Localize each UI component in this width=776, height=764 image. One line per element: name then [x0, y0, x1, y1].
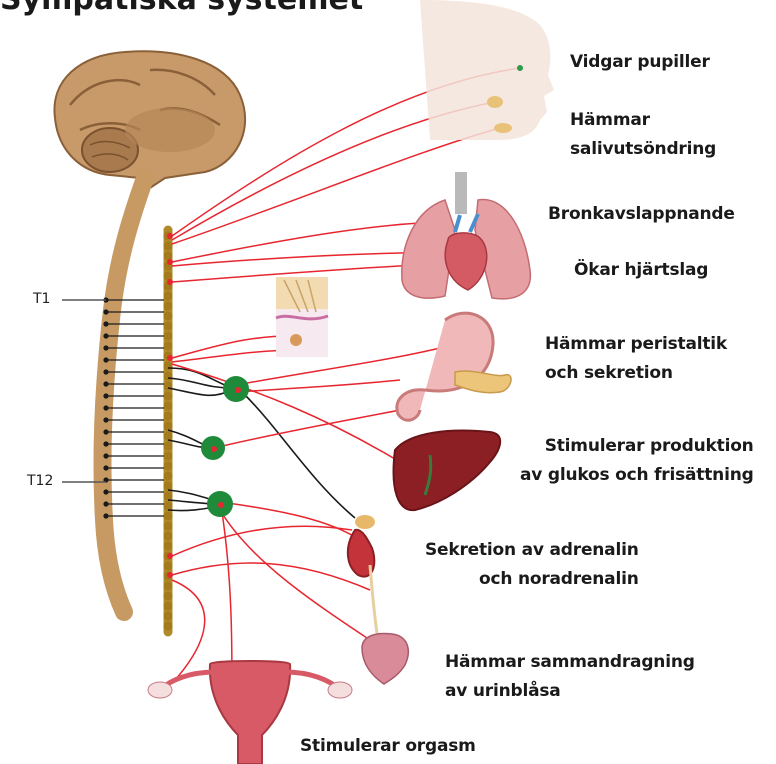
chain-ganglion	[164, 392, 173, 401]
chain-ganglion	[164, 292, 173, 301]
chain-ganglion	[164, 562, 173, 571]
effect-label-orgasm: Stimulerar orgasm	[300, 732, 476, 761]
spinal-root-dot	[103, 357, 108, 362]
chain-ganglion	[164, 622, 173, 631]
chain-ganglion	[164, 302, 173, 311]
collateral-ganglia	[201, 376, 249, 517]
bladder-icon	[362, 634, 408, 684]
spinal-root-dot	[103, 417, 108, 422]
lungs-heart-icon	[402, 172, 531, 299]
spinal-root-dot	[103, 309, 108, 314]
spinal-root-dot	[103, 405, 108, 410]
chain-ganglion	[164, 422, 173, 431]
spinal-root-dot	[103, 501, 108, 506]
spinal-root-dot	[103, 489, 108, 494]
skin-icon	[276, 277, 328, 357]
spinal-root-dot	[103, 381, 108, 386]
liver-icon	[394, 431, 501, 511]
chain-ganglion	[164, 472, 173, 481]
chain-ganglion	[164, 252, 173, 261]
chain-ganglion	[164, 582, 173, 591]
chain-ganglion	[164, 412, 173, 421]
chain-ganglion	[164, 312, 173, 321]
chain-ganglion	[164, 442, 173, 451]
segment-label-t1: T1	[33, 291, 50, 307]
chain-ganglion	[164, 332, 173, 341]
chain-ganglion	[164, 482, 173, 491]
chain-ganglion	[164, 372, 173, 381]
chain-ganglion	[164, 512, 173, 521]
segment-label-t12: T12	[27, 473, 53, 489]
spinal-root-dot	[103, 465, 108, 470]
spinal-root-dot	[103, 513, 108, 518]
spinal-root-dot	[103, 369, 108, 374]
spinal-root-dot	[103, 429, 108, 434]
spinal-root-dot	[103, 393, 108, 398]
chain-ganglion	[164, 492, 173, 501]
chain-ganglion	[164, 532, 173, 541]
chain-ganglion	[164, 462, 173, 471]
spinal-root-dot	[103, 333, 108, 338]
spinal-root-dot	[103, 321, 108, 326]
chain-ganglion	[164, 612, 173, 621]
chain-ganglion	[164, 592, 173, 601]
chain-ganglion	[164, 602, 173, 611]
chain-ganglion	[164, 342, 173, 351]
face-icon	[420, 0, 554, 140]
chain-ganglion	[164, 322, 173, 331]
effect-label-heart: Ökar hjärtslag	[574, 256, 708, 285]
spinal-root-dot	[103, 441, 108, 446]
adrenal-kidney-icon	[348, 515, 378, 640]
effect-label-pupils: Vidgar pupiller	[570, 48, 710, 77]
brain-icon	[54, 51, 245, 188]
chain-ganglion	[164, 362, 173, 371]
chain-ganglion	[164, 542, 173, 551]
chain-ganglion	[164, 432, 173, 441]
spinal-root-dot	[103, 453, 108, 458]
spinal-cord	[102, 178, 145, 612]
effect-label-bronchi: Bronkavslappnande	[548, 200, 735, 229]
chain-ganglion	[164, 522, 173, 531]
spinal-root-dot	[103, 345, 108, 350]
stomach-icon	[397, 313, 511, 420]
chain-ganglion	[164, 272, 173, 281]
chain-ganglion	[164, 452, 173, 461]
chain-ganglion	[164, 402, 173, 411]
chain-ganglion	[164, 242, 173, 251]
chain-ganglion	[164, 502, 173, 511]
